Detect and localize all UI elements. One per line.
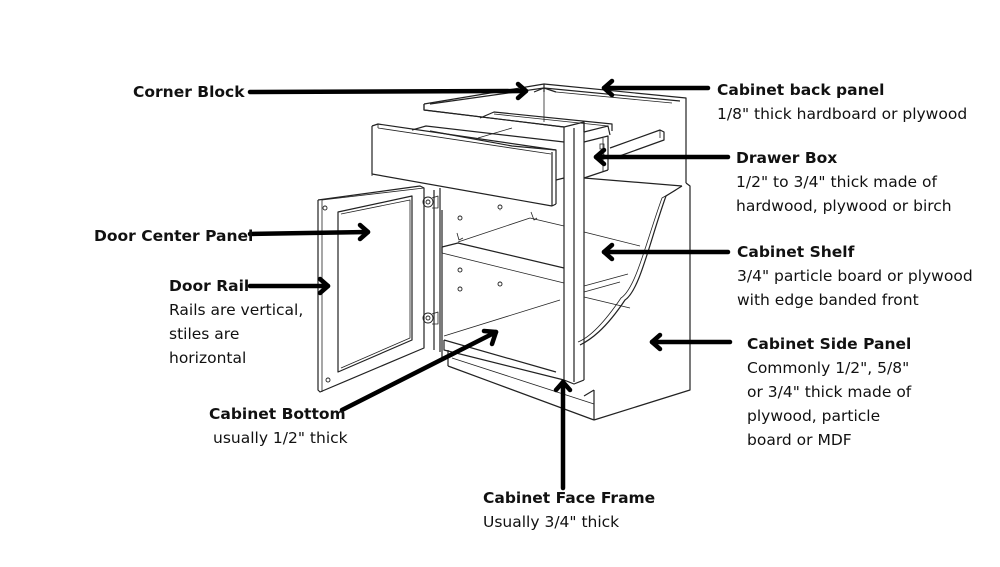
door-hinges bbox=[423, 188, 440, 352]
drawer-slide bbox=[610, 130, 664, 158]
back-panel-arrow bbox=[604, 81, 708, 95]
cabinet-bottom-title: Cabinet Bottom bbox=[209, 402, 348, 426]
drawer-box-arrow bbox=[596, 150, 728, 164]
side-panel-title: Cabinet Side Panel bbox=[747, 332, 911, 356]
corner-block-title: Corner Block bbox=[133, 80, 245, 104]
cabinet-bottom-arrow bbox=[342, 331, 496, 410]
cabinet-shelf-desc-1: 3/4" particle board or plywood bbox=[737, 264, 973, 288]
label-door-center-panel: Door Center Panel bbox=[94, 224, 253, 248]
label-side-panel: Cabinet Side Panel Commonly 1/2", 5/8" o… bbox=[747, 332, 911, 452]
face-frame-arrow bbox=[556, 382, 570, 488]
face-frame-desc-1: Usually 3/4" thick bbox=[483, 510, 655, 534]
cabinet-shelf-arrow bbox=[604, 245, 728, 259]
cabinet-side-panel bbox=[578, 105, 690, 420]
cabinet-shelf-desc-2: with edge banded front bbox=[737, 288, 973, 312]
label-face-frame: Cabinet Face Frame Usually 3/4" thick bbox=[483, 486, 655, 534]
door-rail-desc-2: stiles are bbox=[169, 322, 303, 346]
cabinet-shelf-title: Cabinet Shelf bbox=[737, 240, 973, 264]
side-panel-desc-4: board or MDF bbox=[747, 428, 911, 452]
label-corner-block: Corner Block bbox=[133, 80, 245, 104]
door-rail-title: Door Rail bbox=[169, 274, 303, 298]
side-panel-desc-1: Commonly 1/2", 5/8" bbox=[747, 356, 911, 380]
side-panel-arrow bbox=[652, 335, 730, 349]
door-center-panel-arrow bbox=[250, 225, 368, 239]
door-rail-desc-3: horizontal bbox=[169, 346, 303, 370]
drawer-box-title: Drawer Box bbox=[736, 146, 952, 170]
cabinet-bottom-desc-1: usually 1/2" thick bbox=[209, 426, 348, 450]
side-panel-desc-2: or 3/4" thick made of bbox=[747, 380, 911, 404]
label-cabinet-shelf: Cabinet Shelf 3/4" particle board or ply… bbox=[737, 240, 973, 312]
drawer-box-desc-1: 1/2" to 3/4" thick made of bbox=[736, 170, 952, 194]
back-panel-title: Cabinet back panel bbox=[717, 78, 967, 102]
side-panel-desc-3: plywood, particle bbox=[747, 404, 911, 428]
door-rail-desc-1: Rails are vertical, bbox=[169, 298, 303, 322]
drawer-front bbox=[372, 124, 564, 206]
door-center-panel-title: Door Center Panel bbox=[94, 224, 253, 248]
back-panel-desc-1: 1/8" thick hardboard or plywood bbox=[717, 102, 967, 126]
label-drawer-box: Drawer Box 1/2" to 3/4" thick made of ha… bbox=[736, 146, 952, 218]
label-cabinet-bottom: Cabinet Bottom usually 1/2" thick bbox=[209, 402, 348, 450]
cabinet-door bbox=[318, 186, 500, 392]
face-frame-title: Cabinet Face Frame bbox=[483, 486, 655, 510]
drawer-box-desc-2: hardwood, plywood or birch bbox=[736, 194, 952, 218]
label-door-rail: Door Rail Rails are vertical, stiles are… bbox=[169, 274, 303, 370]
label-back-panel: Cabinet back panel 1/8" thick hardboard … bbox=[717, 78, 967, 126]
